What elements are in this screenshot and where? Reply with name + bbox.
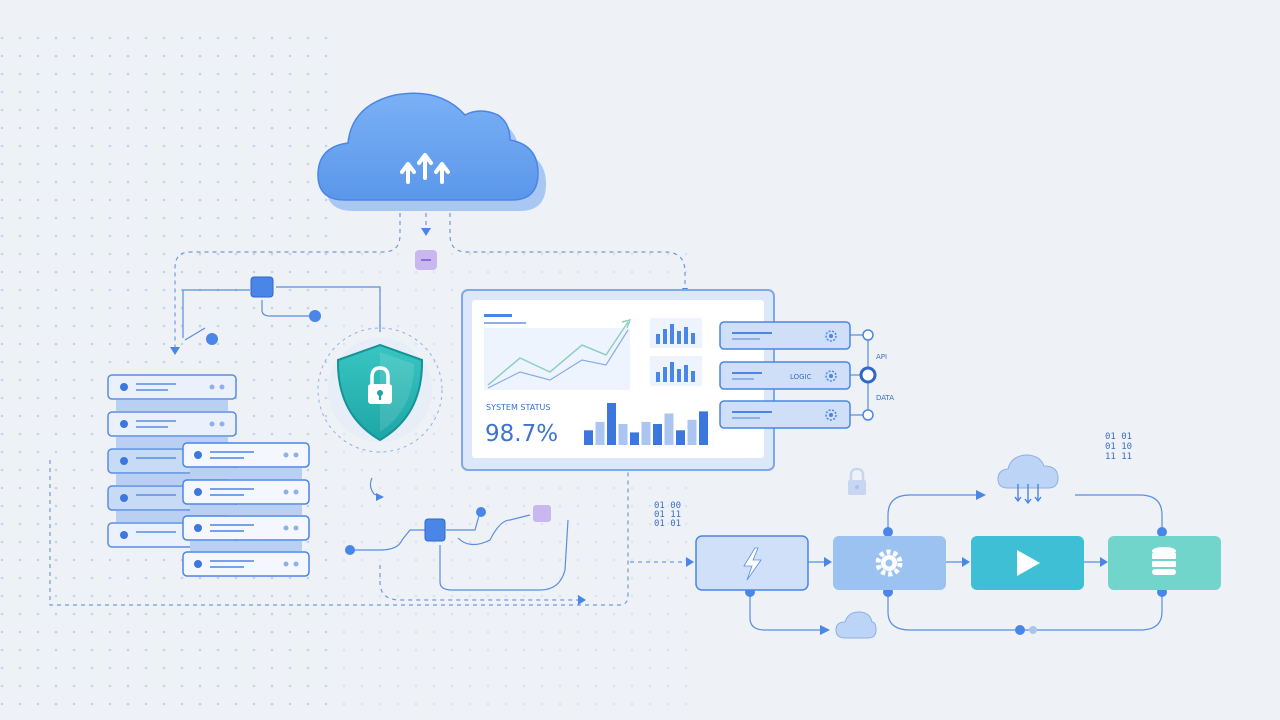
lightning-icon	[743, 547, 762, 581]
connector-solid-lines	[182, 286, 1163, 631]
panel-subtitle-line	[484, 322, 526, 324]
svg-text:01 01: 01 01	[1105, 432, 1132, 442]
svg-text:01 01: 01 01	[654, 519, 681, 529]
svg-text:11 11: 11 11	[1105, 452, 1132, 462]
svg-text:01 11: 01 11	[654, 510, 681, 520]
pipeline-step-process[interactable]	[833, 536, 946, 590]
status-bar	[641, 421, 651, 445]
pipeline	[695, 535, 1221, 591]
system-status-value: 98.7%	[485, 421, 558, 447]
svg-text:01 00: 01 00	[654, 501, 681, 511]
system-status-label: SYSTEM STATUS	[486, 403, 550, 412]
status-bar	[630, 432, 639, 445]
server-stack-icon	[107, 374, 310, 577]
panel-title-line	[484, 314, 512, 317]
connector-lines	[49, 205, 690, 606]
pipeline-step-trigger[interactable]	[695, 535, 809, 591]
cloud-icon	[835, 611, 877, 639]
status-bar	[595, 421, 605, 445]
mini-bar-chart-2	[650, 356, 702, 386]
service-module-3[interactable]	[719, 400, 851, 429]
binary-text-middle: 01 00 01 11 01 01	[654, 501, 681, 529]
api-label: API	[876, 353, 887, 361]
play-icon	[1017, 550, 1040, 576]
svg-text:01 10: 01 10	[1105, 442, 1132, 452]
server-stack-front	[182, 442, 310, 577]
pipeline-step-store[interactable]	[1108, 536, 1221, 590]
shield-lock-icon	[317, 327, 443, 453]
database-icon	[1152, 547, 1176, 575]
mini-bar-chart-1	[650, 318, 702, 348]
pipeline-step-run[interactable]	[971, 536, 1084, 590]
gear-icon	[825, 330, 837, 342]
status-bar	[584, 430, 593, 445]
line-chart	[484, 318, 632, 390]
gear-icon	[825, 409, 837, 421]
gear-icon	[825, 370, 837, 382]
data-label: DATA	[876, 394, 894, 402]
cloud-upload-icon	[317, 92, 546, 211]
service-module-2-label: LOGIC	[790, 373, 812, 381]
status-bar-chart	[584, 403, 708, 445]
service-module-2[interactable]: LOGIC	[719, 361, 851, 390]
connector-nodes	[206, 250, 1167, 635]
service-modules: LOGIC API DATA	[719, 321, 894, 429]
status-bar	[699, 411, 708, 445]
status-bar	[653, 424, 662, 445]
gear-icon	[875, 549, 903, 577]
status-bar	[687, 419, 697, 445]
status-bar	[607, 403, 616, 445]
status-bar	[664, 413, 674, 445]
binary-text-right: 01 01 01 10 11 11	[1105, 432, 1132, 462]
status-bar	[676, 430, 685, 445]
status-bar	[618, 424, 628, 445]
dashboard-panel: SYSTEM STATUS 98.7%	[461, 289, 775, 471]
cloud-download-icon	[997, 454, 1059, 505]
lock-icon	[848, 467, 866, 495]
service-module-1[interactable]	[719, 321, 851, 350]
